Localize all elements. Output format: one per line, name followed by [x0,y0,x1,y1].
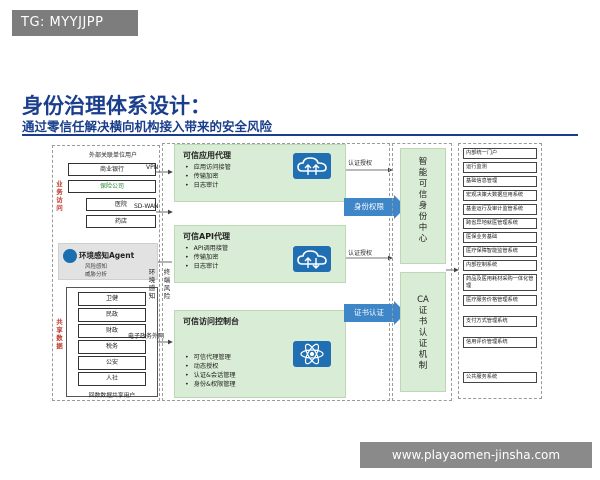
system-item: 药品及医用耗材采购一体化管理 [463,274,537,291]
gov-units-frame [66,287,158,397]
identity-center-text: 智能可信身份中心 [418,157,428,244]
panel-access-console-item: 认证&会话管理 [185,371,236,380]
panel-api-proxy-title: 可信API代理 [183,232,231,241]
identity-permission-tag: 身份权限 [344,198,394,216]
external-unit-insurance: 保险公司 [68,180,156,193]
systems-frame [458,143,542,399]
left-frame [52,145,160,401]
system-item: 内部统一门户 [463,148,537,159]
agent-item-risk: 风险感知 [85,264,108,270]
agent-icon [63,249,77,263]
gov-unit-police: 公安 [78,356,146,370]
system-item: 基金运行及审计监管系统 [463,204,537,215]
ca-center-text: CA证书认证机制 [417,295,429,371]
panel-access-console-item: 可信代理管理 [185,353,236,362]
external-units-header: 外部关联单位用户 [88,152,137,159]
system-item: 宏观决策大数据应用系统 [463,190,537,201]
panel-app-proxy-list: 应用访问接管 传输加密 日志审计 [185,163,231,190]
cert-auth-tag: 证书认证 [344,304,394,322]
terminal-risk-label: 终端风险 [163,268,171,300]
gov-unit-health: 卫健 [78,292,146,306]
panel-app-proxy: 可信应用代理 应用访问接管 传输加密 日志审计 [174,144,346,202]
upload-cloud-icon [293,153,331,179]
external-unit-bank: 商业银行 [68,163,156,176]
panel-api-proxy-item: 传输加密 [185,253,228,262]
panel-app-proxy-item: 应用访问接管 [185,163,231,172]
external-unit-pharmacy: 药店 [86,215,156,228]
panel-api-proxy: 可信API代理 API调用接管 传输加密 日志审计 [174,225,346,283]
panel-api-proxy-item: API调用接管 [185,244,229,253]
title-divider [22,134,578,136]
agent-item-threat: 威胁分析 [85,272,108,278]
system-item: 基础信息管理 [463,176,537,187]
system-item: 跨省异地就医管理系统 [463,218,537,229]
page-title: 身份治理体系设计： [22,94,211,118]
panel-app-proxy-title: 可信应用代理 [183,151,231,160]
gov-units-footer: 回数数据共享用户 [88,393,136,399]
identity-center-panel: 智能可信身份中心 [400,148,446,264]
egov-label: 电子政务外网 [128,333,165,340]
agent-title: 环境感知Agent [79,251,135,260]
panel-api-proxy-item: 日志审计 [185,262,228,271]
sdwan-label: SD-WAN [134,203,159,210]
vpn-label: VPN [146,164,159,171]
auth-grant-label-1: 认证授权 [348,160,373,167]
auth-grant-label-2: 认证授权 [348,250,373,257]
panel-app-proxy-item: 传输加密 [185,172,231,181]
system-item: 运行监测 [463,162,537,173]
system-item: 公共服务系统 [463,372,537,383]
external-unit-hospital: 医院 [86,198,156,211]
gov-unit-civil: 民政 [78,308,146,322]
panel-access-console-item: 身份&权限管理 [185,380,236,389]
system-item: 医保业务基础 [463,232,537,243]
middle-frame [162,143,390,401]
business-access-label: 业务访问 [56,180,63,212]
panel-access-console: 可信访问控制台 可信代理管理 动态授权 认证&会话管理 身份&权限管理 [174,310,346,398]
environment-agent: 环境感知Agent 风险感知 威胁分析 [58,243,158,280]
system-item: 信用评价管理系统 [463,337,537,348]
right-frame [392,143,452,401]
panel-app-proxy-item: 日志审计 [185,181,231,190]
page-subtitle: 通过零信任解决横向机构接入带来的安全风险 [22,119,273,134]
system-item: 支付方式管理系统 [463,316,537,327]
watermark-bottom: www.playaomen-jinsha.com [360,442,592,468]
ca-center-panel: CA证书认证机制 [400,272,446,392]
gov-unit-tax: 税务 [78,340,146,354]
system-item: 内部控制系统 [463,260,537,271]
shared-data-label: 共享数据 [56,318,63,350]
panel-api-proxy-list: API调用接管 传输加密 日志审计 [185,244,229,271]
transfer-cloud-icon [293,246,331,272]
panel-access-console-item: 动态授权 [185,362,236,371]
system-item: 医疗服务价格管理系统 [463,295,537,306]
watermark-top: TG: MYYJJPP [12,10,138,36]
atom-icon [293,341,331,367]
system-item: 医疗保障智能监管系统 [463,246,537,257]
gov-unit-finance: 财政 [78,324,146,338]
env-perception-label: 环境感知 [148,268,156,300]
gov-unit-hr: 人社 [78,372,146,386]
panel-access-console-title: 可信访问控制台 [183,317,239,326]
panel-access-console-list: 可信代理管理 动态授权 认证&会话管理 身份&权限管理 [185,353,236,389]
